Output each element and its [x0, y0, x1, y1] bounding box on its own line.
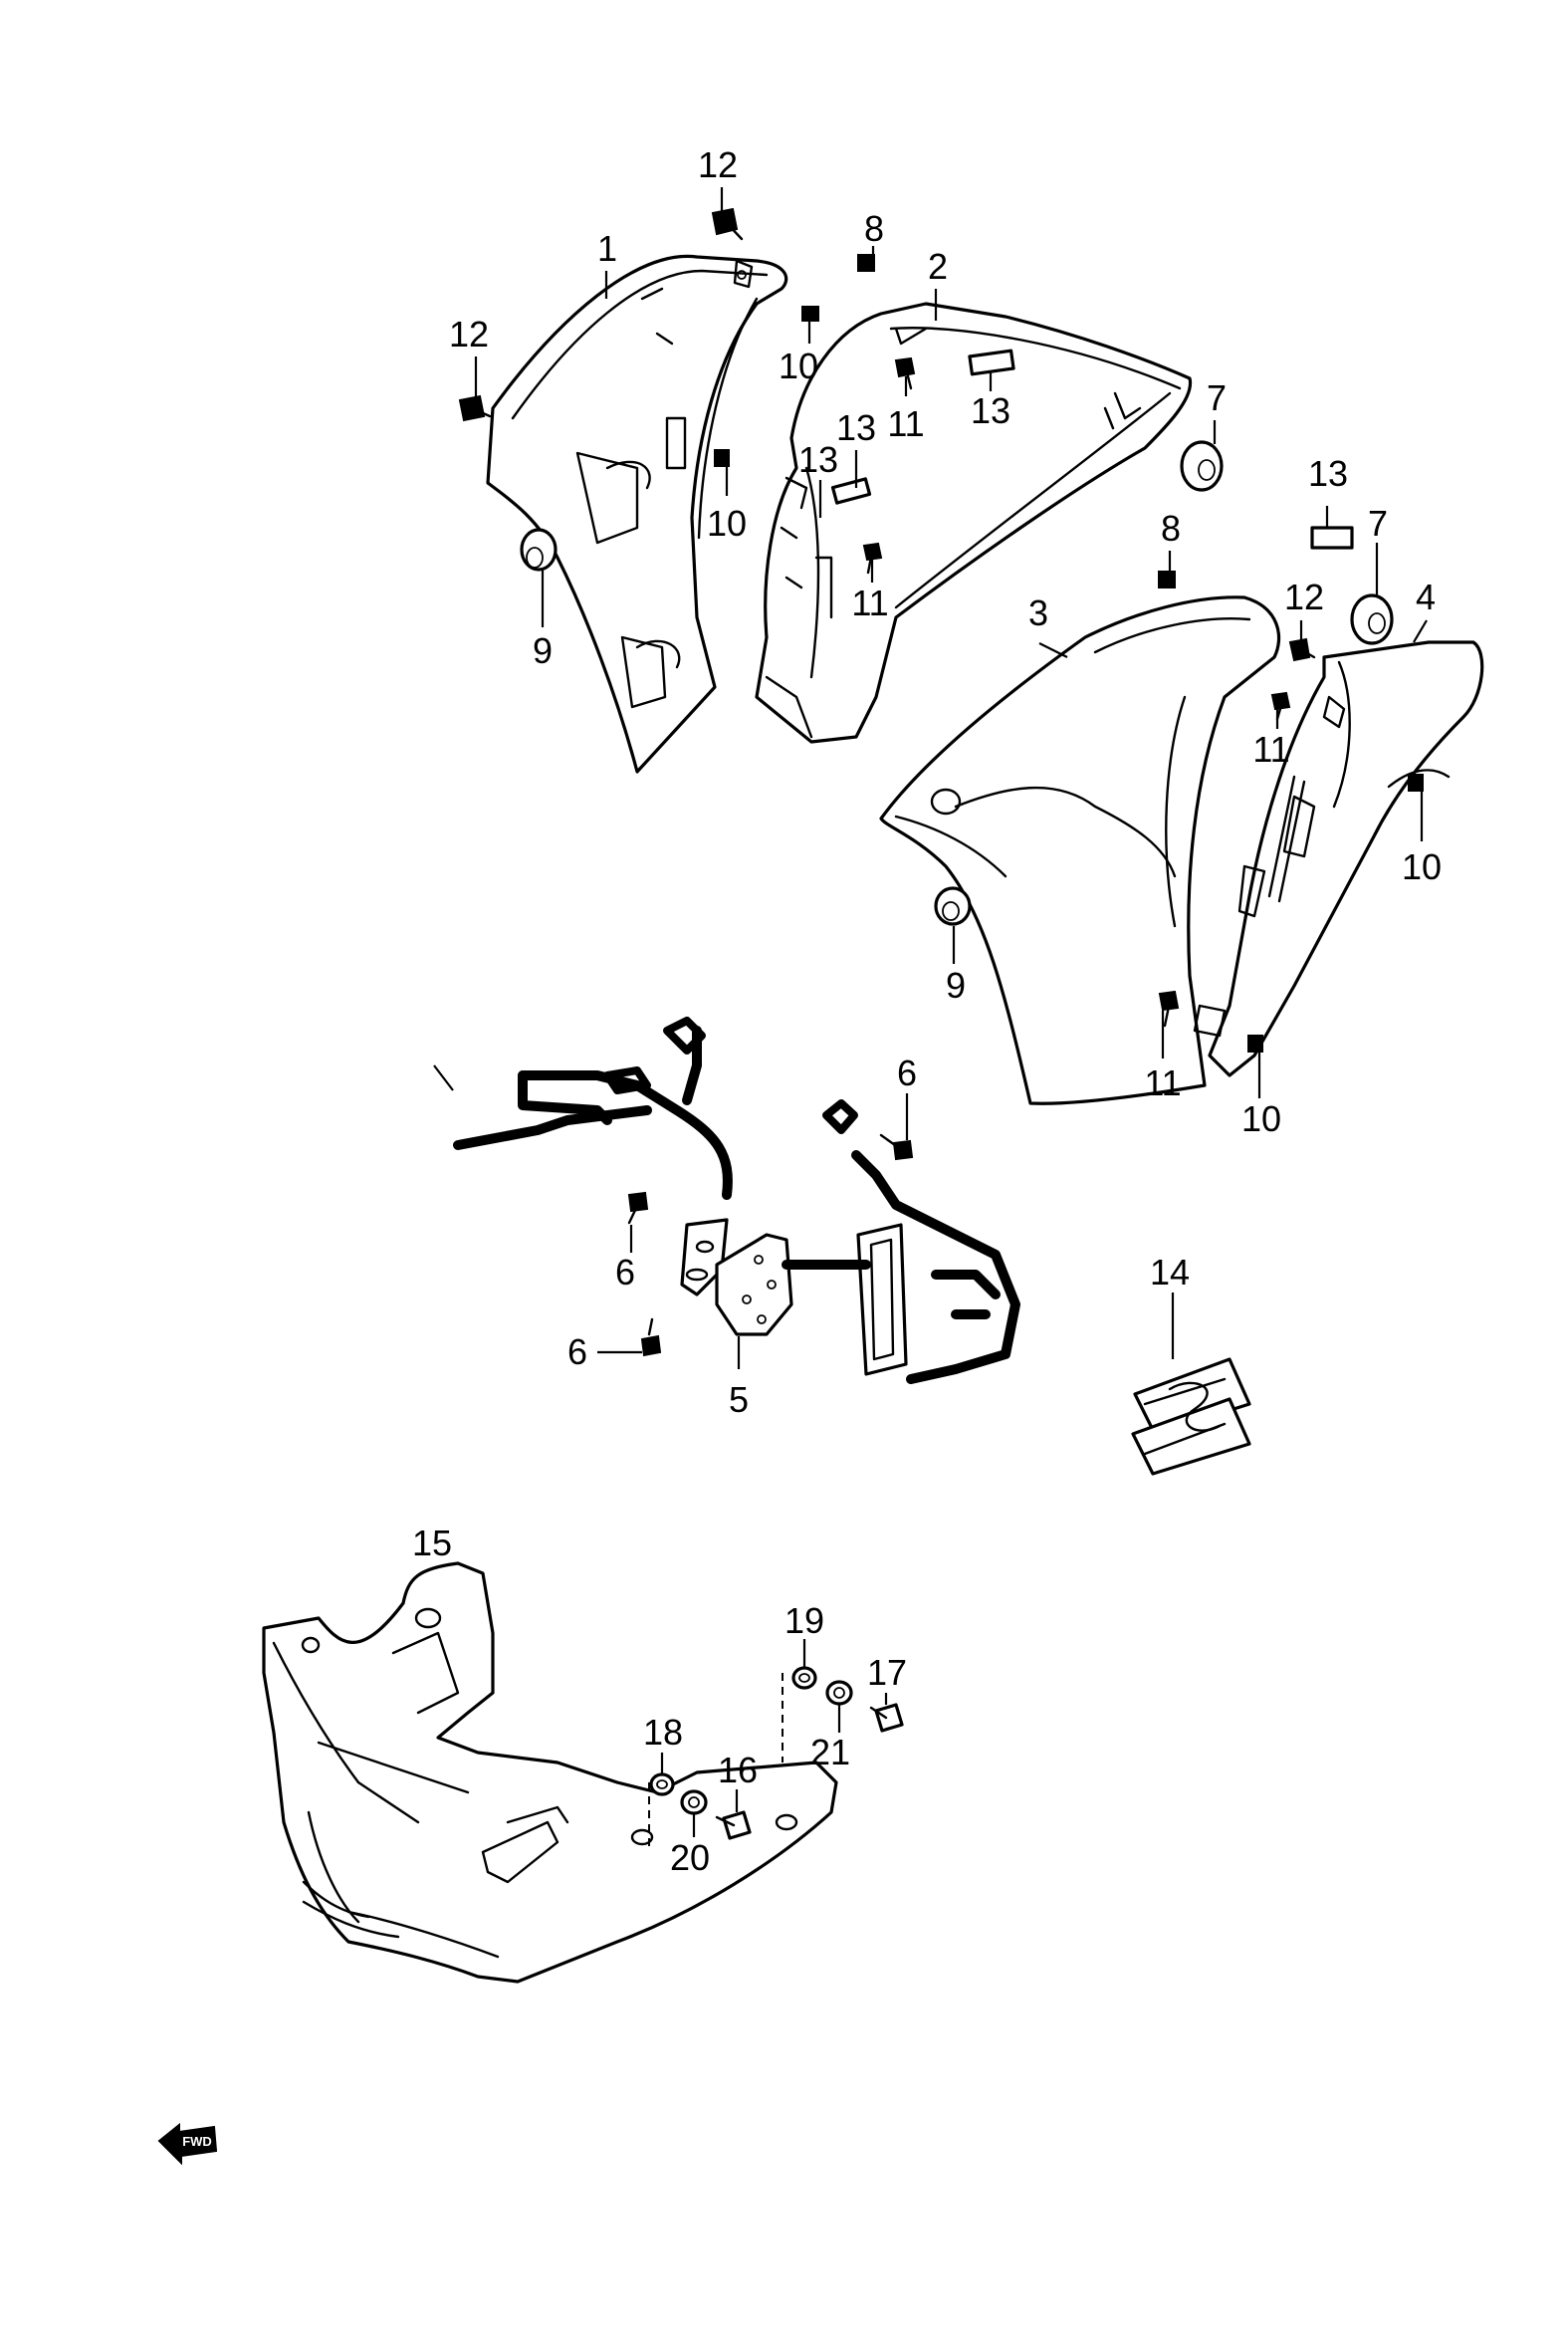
- callout-10: 10: [1241, 1098, 1281, 1139]
- nut-21: [825, 1680, 853, 1706]
- callout-13: 13: [1308, 453, 1348, 494]
- callout-10: 10: [707, 503, 747, 544]
- callout-14: 14: [1150, 1252, 1190, 1293]
- part-14-emblem: [1131, 1357, 1251, 1476]
- clip-10-a: [801, 306, 819, 322]
- callout-8: 8: [864, 208, 884, 249]
- part-2-center-inner-panel: [755, 302, 1193, 744]
- grommet-7-a: [1180, 440, 1224, 492]
- callout-11: 11: [1252, 729, 1289, 770]
- clip-10-d: [1247, 1035, 1263, 1053]
- screw-11-b: [862, 542, 883, 575]
- screw-11-a: [894, 356, 916, 390]
- callout-20: 20: [670, 1837, 710, 1878]
- callout-1: 1: [597, 228, 617, 269]
- callout-13: 13: [971, 390, 1010, 431]
- callout-7: 7: [1207, 377, 1227, 418]
- callout-7: 7: [1368, 503, 1388, 544]
- clip-10-b: [714, 449, 730, 467]
- hardware: [458, 207, 1424, 1852]
- callout-12: 12: [698, 144, 738, 185]
- bolt-16: [715, 1810, 752, 1840]
- callout-21: 21: [810, 1732, 850, 1772]
- screw-12-right: [1288, 637, 1316, 662]
- bolt-6-a: [879, 1133, 914, 1161]
- clip-8-a: [857, 254, 875, 272]
- pad-13-right: [1310, 526, 1354, 550]
- callout-5: 5: [729, 1379, 749, 1420]
- washer-19: [791, 1666, 817, 1690]
- bolt-6-b: [627, 1191, 649, 1225]
- part-1-inner-cowl-left: [486, 254, 788, 774]
- callout-labels: 12 1 12 8 2 10 11 13 7 13 13 10 11 13 7 …: [412, 144, 1442, 1878]
- grommet-9-a: [520, 528, 558, 572]
- callout-18: 18: [643, 1712, 683, 1753]
- callout-12: 12: [1284, 577, 1324, 617]
- callout-15: 15: [412, 1523, 452, 1563]
- washer-18: [649, 1772, 675, 1796]
- screw-11-d: [1158, 990, 1180, 1028]
- callout-4: 4: [1416, 577, 1436, 617]
- callout-11: 11: [1144, 1062, 1181, 1103]
- fwd-arrow-badge: FWD: [157, 2122, 218, 2166]
- callout-10: 10: [1402, 846, 1442, 887]
- fwd-label: FWD: [182, 2134, 212, 2149]
- nut-20: [680, 1789, 708, 1815]
- leader-lines: [433, 187, 1428, 1837]
- callout-10: 10: [779, 346, 818, 386]
- screw-12-left: [458, 394, 492, 422]
- part-15-under-cowl: [262, 1561, 838, 1984]
- bolt-17: [869, 1703, 904, 1733]
- screw-12-top: [711, 207, 744, 241]
- callout-3: 3: [1028, 592, 1048, 633]
- callout-17: 17: [867, 1652, 907, 1693]
- callout-13: 13: [836, 407, 876, 448]
- callout-9: 9: [946, 965, 966, 1006]
- part-4-right-inner-panel: [1193, 640, 1484, 1077]
- part-5-cowl-bracket: [453, 1017, 1020, 1384]
- callout-11: 11: [887, 403, 924, 444]
- callout-6: 6: [567, 1331, 587, 1372]
- part-3-outer-side-cowl: [879, 595, 1281, 1105]
- callout-19: 19: [784, 1600, 824, 1641]
- callout-6: 6: [615, 1252, 635, 1293]
- bolt-6-c: [640, 1317, 662, 1357]
- callout-6: 6: [897, 1053, 917, 1093]
- clip-8-b: [1158, 571, 1176, 588]
- callout-8: 8: [1161, 508, 1181, 549]
- callout-2: 2: [928, 246, 948, 287]
- grommet-7-b: [1350, 593, 1394, 645]
- callout-11: 11: [851, 583, 888, 623]
- screw-11-c: [1270, 691, 1291, 721]
- clip-10-c: [1408, 774, 1424, 792]
- callout-9: 9: [533, 630, 553, 671]
- callout-13: 13: [798, 439, 838, 480]
- callout-12: 12: [449, 314, 489, 354]
- grommet-9-b: [934, 886, 972, 926]
- callout-16: 16: [718, 1750, 758, 1790]
